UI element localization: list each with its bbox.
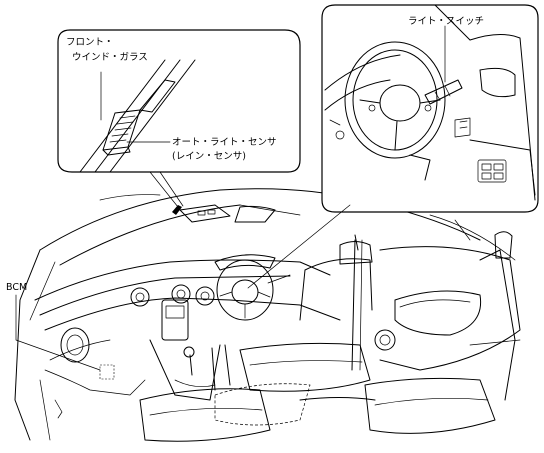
car-interior-illustration <box>14 188 521 442</box>
rain-sensor-label: (レイン・センサ) <box>172 151 246 162</box>
bcm-label: BCM <box>6 282 27 293</box>
windshield-label-line1: フロント・ <box>66 37 114 48</box>
switch-leader-line <box>247 204 351 289</box>
auto-light-sensor-label: オート・ライト・センサ <box>172 137 277 148</box>
sensor-detail-inset <box>57 29 301 173</box>
windshield-label-line2: ウインド・ガラス <box>72 52 148 63</box>
sensor-leader-line <box>149 171 179 208</box>
light-switch-detail-inset <box>321 4 539 213</box>
bcm-leader-line <box>15 294 101 371</box>
light-switch-label: ライト・スイッチ <box>408 16 484 27</box>
